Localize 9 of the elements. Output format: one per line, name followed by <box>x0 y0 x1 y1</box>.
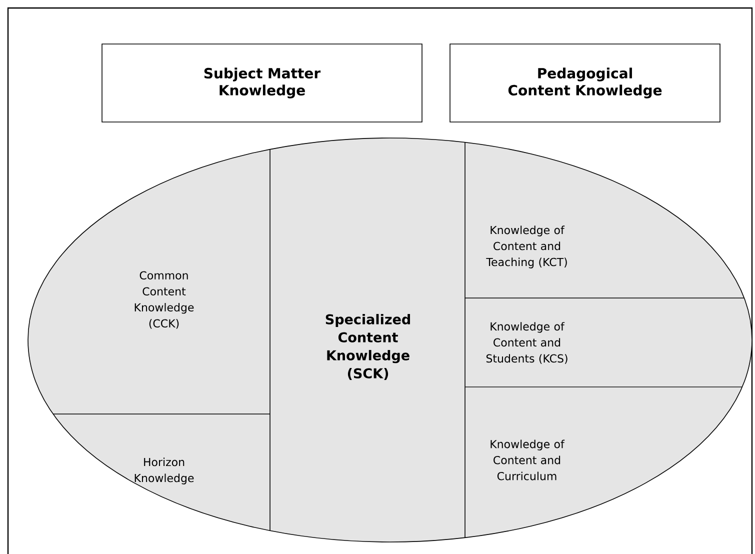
ellipse <box>28 138 752 542</box>
region-label: Common Content Knowledge (CCK) <box>134 271 194 329</box>
header-box: Subject Matter Knowledge <box>102 44 422 122</box>
region-label: Knowledge of Content and Curriculum <box>490 440 565 480</box>
header-box: Pedagogical Content Knowledge <box>450 44 720 122</box>
region-label: Knowledge of Content and Students (KCS) <box>486 322 568 364</box>
region-label: Knowledge of Content and Teaching (KCT) <box>486 226 567 268</box>
region-label: Specialized Content Knowledge (SCK) <box>326 314 410 380</box>
region-label: Horizon Knowledge <box>134 458 194 484</box>
